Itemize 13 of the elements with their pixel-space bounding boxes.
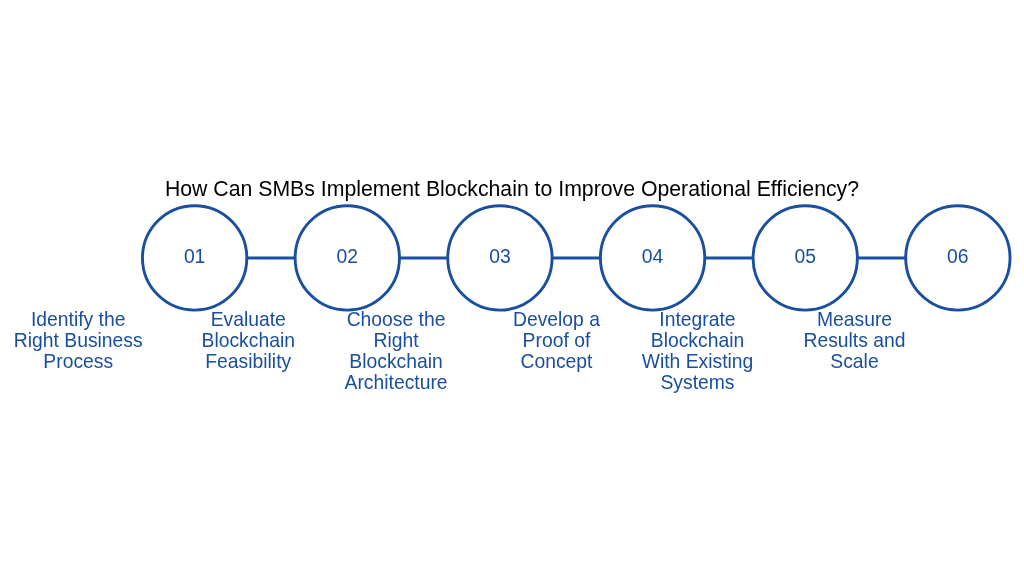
node-circle: 06 [904, 204, 1012, 312]
connector [705, 256, 754, 260]
node-circle: 03 [446, 204, 554, 312]
node-circle: 04 [598, 204, 707, 312]
node-label: Identify the Right Business Process [13, 308, 143, 373]
connector [552, 256, 601, 260]
connector [247, 256, 296, 260]
diagram-title: How Can SMBs Implement Blockchain to Improve Operational Efficiency? [164, 176, 860, 201]
node-circle: 01 [141, 204, 249, 312]
connector [857, 256, 906, 260]
node-circle: 05 [751, 204, 859, 312]
node-circle: 02 [293, 204, 401, 312]
connector [399, 256, 448, 260]
